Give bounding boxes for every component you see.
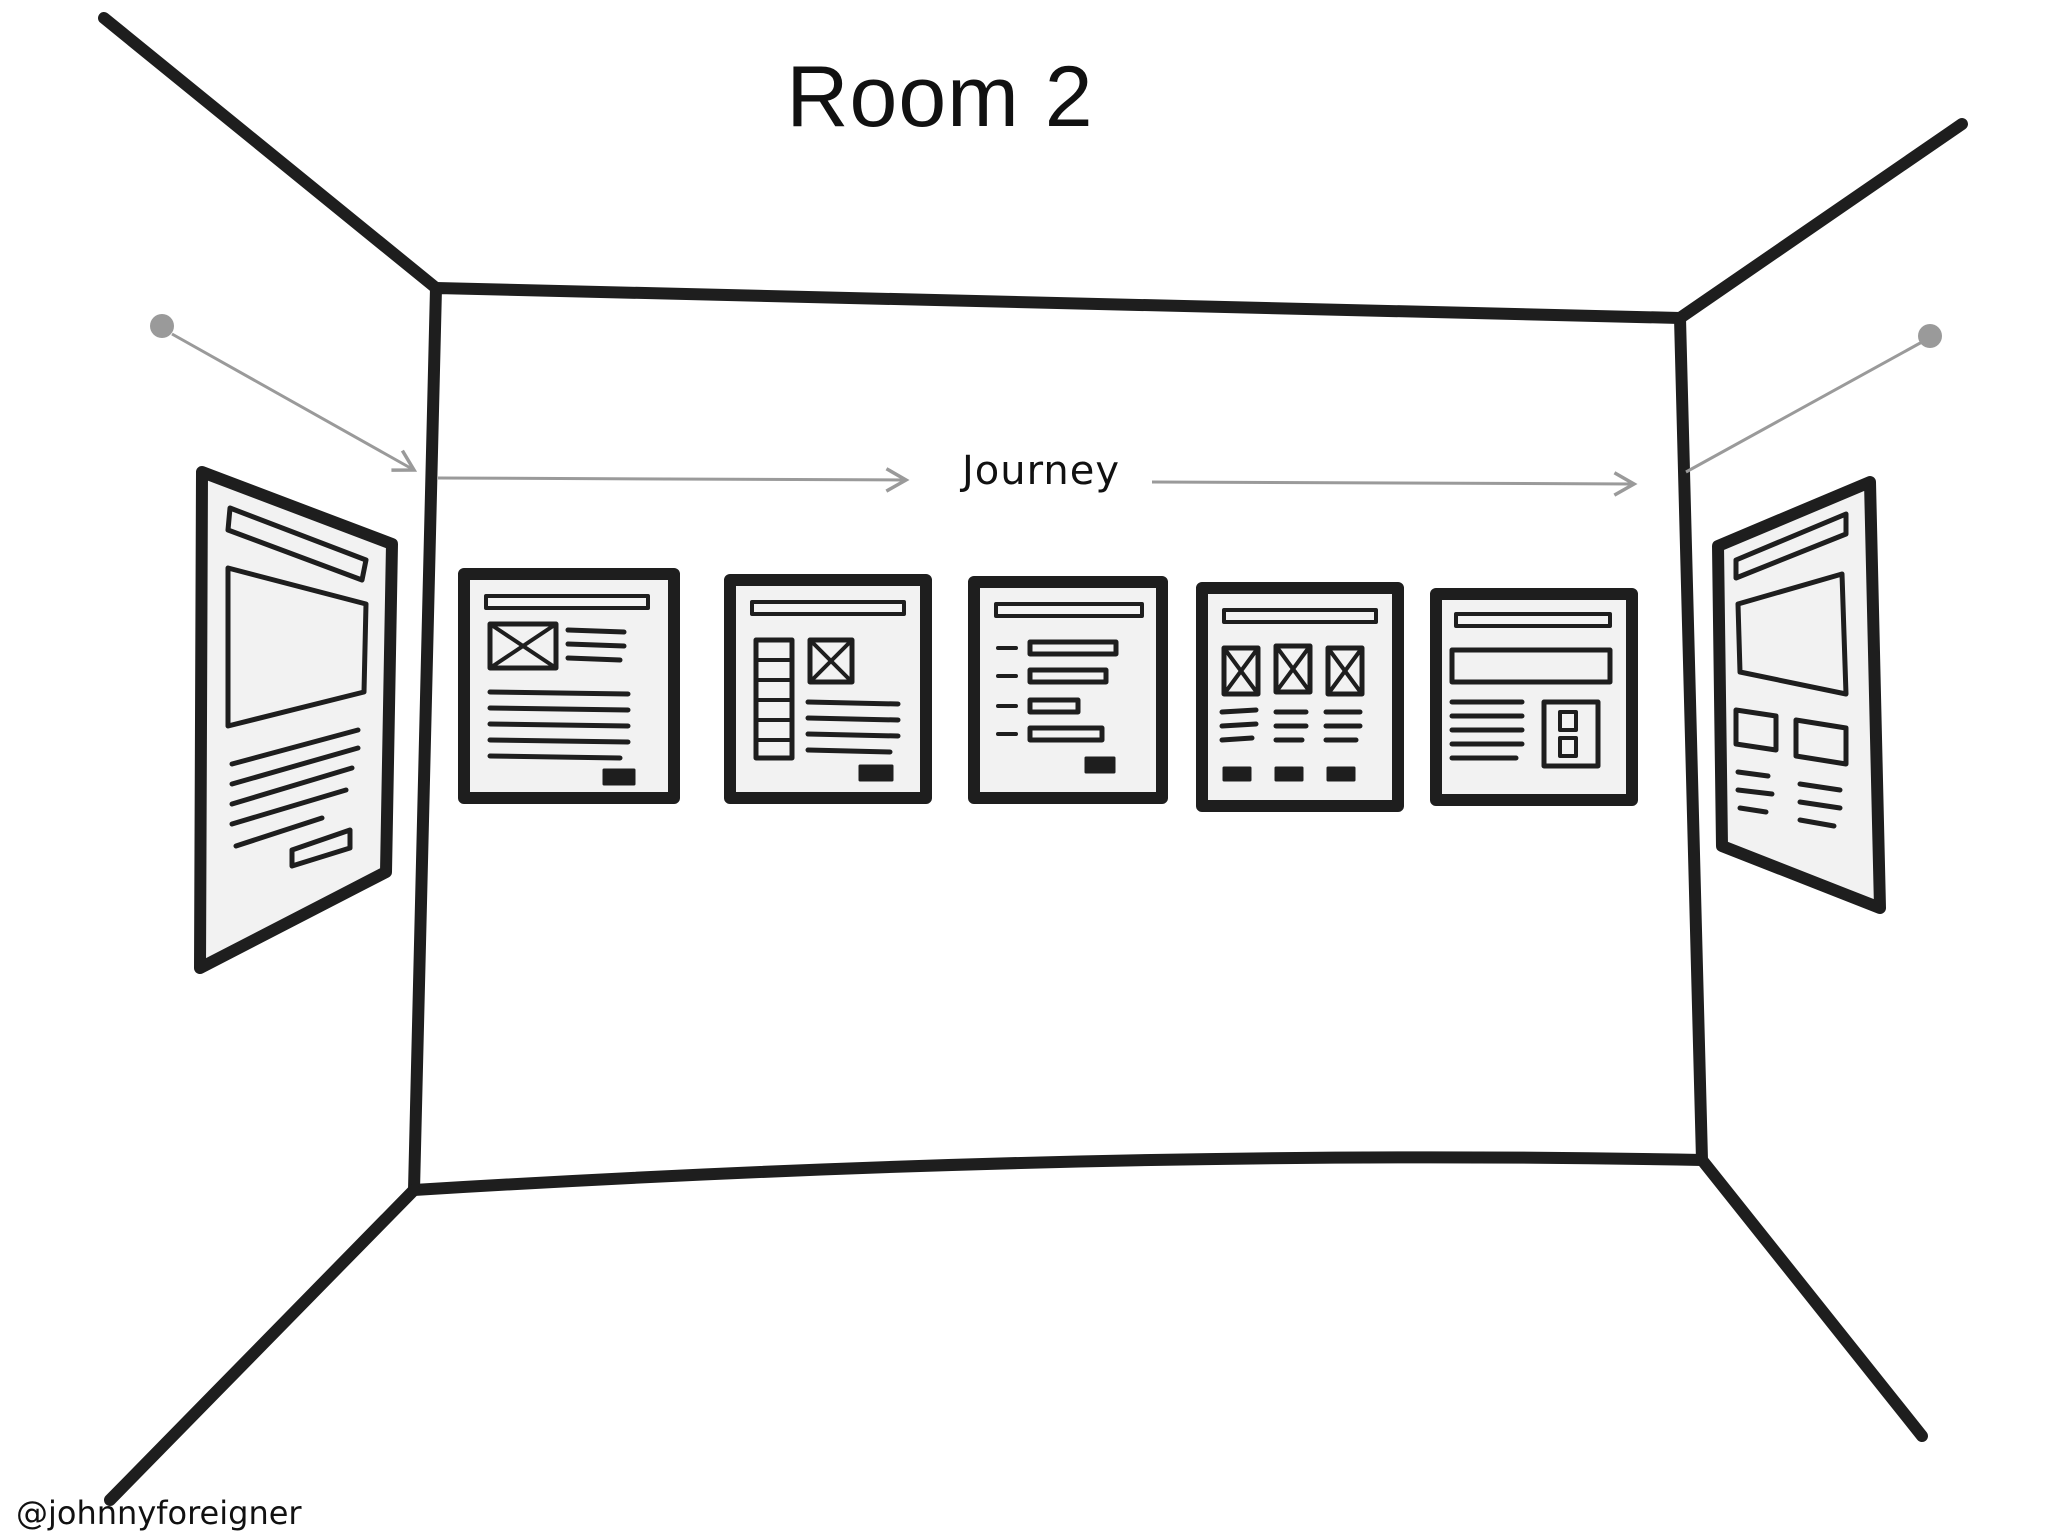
wireframe-right-wall [1712, 476, 1886, 914]
wireframe-left-wall [194, 466, 398, 974]
wireframe-5 [1430, 588, 1638, 806]
room-walls [98, 12, 1968, 1506]
wireframe-1 [458, 568, 680, 804]
back-wall-outline [408, 282, 1708, 1196]
right-pin-dot [1918, 324, 1942, 348]
floor-left-edge [104, 1184, 420, 1506]
ceiling-left-edge [98, 12, 442, 294]
journey-arrow-1 [437, 467, 910, 493]
author-credit: @johnnyforeigner [16, 1494, 302, 1532]
ceiling-right-edge [1674, 118, 1968, 324]
right-pin-line [1685, 340, 1923, 474]
wireframe-4 [1196, 582, 1404, 812]
left-pin-dot [150, 314, 174, 338]
wireframe-2 [724, 574, 932, 804]
floor-right-edge [1696, 1154, 1928, 1442]
left-pin-arrow [171, 332, 418, 472]
journey-arrow-2 [1151, 471, 1638, 497]
slide-title: Room 2 [786, 49, 1094, 145]
journey-arrows [150, 314, 1942, 497]
journey-label: Journey [962, 448, 1120, 494]
wireframe-3 [968, 576, 1168, 804]
